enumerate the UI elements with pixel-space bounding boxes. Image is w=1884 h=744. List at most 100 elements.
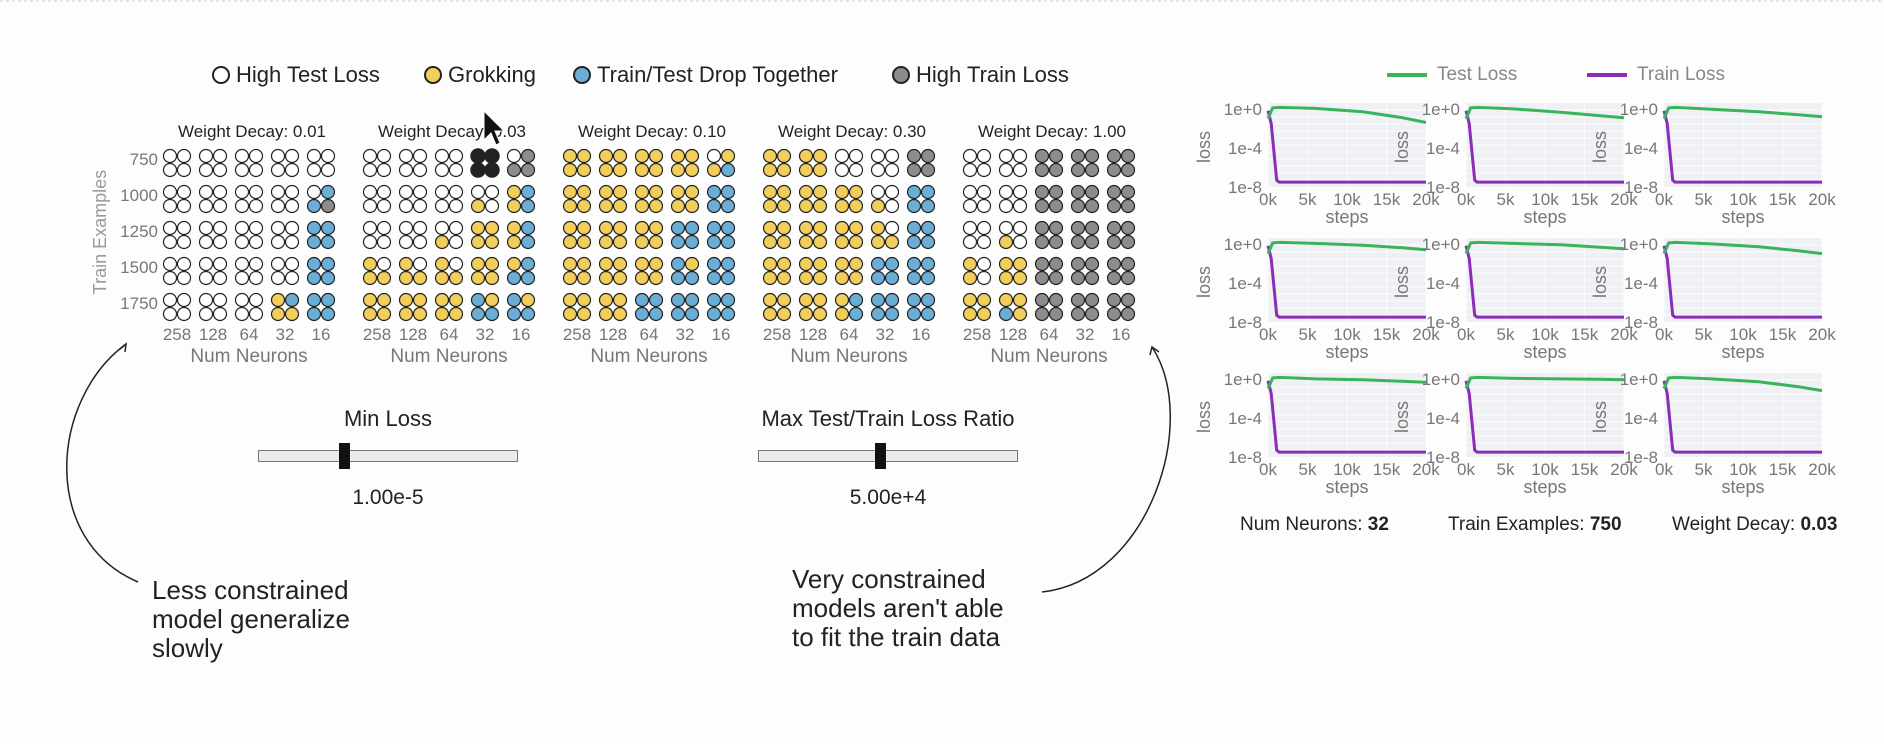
heatmap-dot (470, 292, 486, 308)
heatmap-dot (848, 184, 864, 200)
heatmap-row-label: 1250 (120, 222, 158, 241)
heatmap-dot (562, 256, 578, 272)
heatmap-dot (234, 270, 250, 286)
loss-ylabel: loss (1392, 266, 1412, 298)
heatmap-dot (1070, 234, 1086, 250)
heatmap-dot (576, 148, 592, 164)
heatmap-dot (798, 148, 814, 164)
heatmap-dot (1120, 198, 1136, 214)
heatmap-dot (648, 148, 664, 164)
loss-y-tick: 1e+0 (1224, 370, 1262, 389)
heatmap-dot (1120, 220, 1136, 236)
heatmap-dot (884, 148, 900, 164)
heatmap-dot (176, 256, 192, 272)
heatmap-dot (248, 256, 264, 272)
loss-y-tick: 1e+0 (1620, 100, 1658, 119)
heatmap-dot (176, 292, 192, 308)
heatmap-dot (884, 184, 900, 200)
heatmap-dot (1048, 148, 1064, 164)
heatmap-dot (376, 292, 392, 308)
loss-y-tick: 1e-8 (1624, 448, 1658, 467)
heatmap-dot (484, 256, 500, 272)
heatmap-dot (648, 234, 664, 250)
heatmap-dot (576, 270, 592, 286)
heatmap-dot (470, 148, 486, 164)
test-loss-line (1662, 375, 1823, 393)
heatmap-dot (998, 256, 1014, 272)
heatmap-dot (398, 162, 414, 178)
heatmap-col-label: 128 (799, 325, 827, 344)
heatmap-dot (376, 198, 392, 214)
loss-x-tick: 10k (1333, 190, 1361, 209)
heatmap-dot (798, 234, 814, 250)
loss-x-tick: 5k (1695, 460, 1713, 479)
heatmap-dot (834, 220, 850, 236)
heatmap-row-label: 1000 (120, 186, 158, 205)
heatmap-dot (562, 270, 578, 286)
max-ratio-slider-thumb[interactable] (875, 443, 887, 469)
heatmap-dot (248, 292, 264, 308)
info-label: Num Neurons: (1240, 514, 1363, 535)
test-loss-line (1464, 240, 1625, 255)
heatmap-dot (398, 184, 414, 200)
max-ratio-label: Max Test/Train Loss Ratio (761, 406, 1015, 431)
heatmap-dot (1084, 198, 1100, 214)
heatmap-dot (562, 148, 578, 164)
loss-x-tick: 5k (1497, 190, 1515, 209)
train-loss-line (1464, 380, 1624, 454)
heatmap-dot (848, 292, 864, 308)
heatmap-dot (634, 148, 650, 164)
heatmap-dot (306, 270, 322, 286)
heatmap-dot (1084, 220, 1100, 236)
heatmap-dot (798, 292, 814, 308)
min-loss-slider-thumb[interactable] (338, 443, 350, 469)
heatmap-dot (612, 184, 628, 200)
heatmap-dot (1012, 270, 1028, 286)
heatmap-dot (176, 198, 192, 214)
max-ratio-slider-track[interactable] (758, 450, 1018, 462)
heatmap-col-label: 258 (563, 325, 591, 344)
heatmap-dot (1084, 184, 1100, 200)
heatmap-dot (520, 270, 536, 286)
heatmap-dot (412, 162, 428, 178)
heatmap-dot (648, 256, 664, 272)
heatmap-dot (284, 306, 300, 322)
loss-xlabel: steps (1523, 342, 1566, 362)
heatmap-dot (1106, 256, 1122, 272)
heatmap-dot (598, 234, 614, 250)
heatmap-dot (870, 256, 886, 272)
heatmap-dot (576, 234, 592, 250)
annotation-arrow-right (1041, 346, 1171, 593)
heatmap-col-label: 32 (676, 325, 695, 344)
heatmap-dot (648, 198, 664, 214)
heatmap-dot (198, 256, 214, 272)
heatmap-dot (1048, 256, 1064, 272)
heatmap-dot (776, 198, 792, 214)
loss-x-tick: 0k (1457, 190, 1475, 209)
min-loss-slider-track[interactable] (258, 450, 518, 462)
heatmap-dot (484, 162, 500, 178)
min-loss-label: Min Loss (343, 406, 433, 431)
heatmap-dot (634, 270, 650, 286)
heatmap-dot (706, 162, 722, 178)
loss-x-tick: 5k (1497, 460, 1515, 479)
heatmap-dot (362, 198, 378, 214)
heatmap-dot (212, 184, 228, 200)
loss-y-tick: 1e-8 (1624, 313, 1658, 332)
legend-grokking: Grokking (424, 62, 536, 88)
heatmap-dot (906, 162, 922, 178)
heatmap-dot (762, 234, 778, 250)
heatmap-dot (520, 184, 536, 200)
heatmap-dot (1048, 220, 1064, 236)
annotation-line: to fit the train data (792, 622, 1001, 652)
loss-x-tick: 0k (1259, 325, 1277, 344)
heatmap-dot (812, 256, 828, 272)
heatmap-dot (506, 234, 522, 250)
heatmap-dot (1070, 162, 1086, 178)
test-loss-swatch (1387, 73, 1427, 77)
loss-y-tick: 1e-8 (1426, 448, 1460, 467)
test-loss-line (1662, 240, 1823, 256)
info-num-neurons: Num Neurons: 32 (1240, 514, 1389, 536)
heatmap-dot (248, 234, 264, 250)
heatmap-dot (376, 162, 392, 178)
